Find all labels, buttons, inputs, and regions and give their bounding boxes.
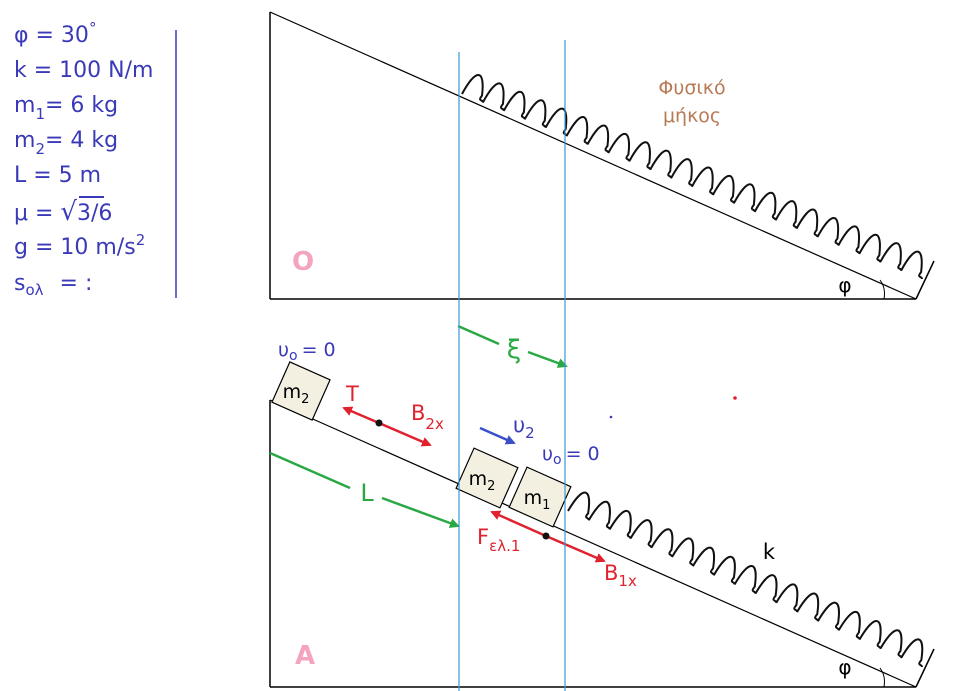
given-length: L = 5 m [14, 163, 101, 188]
b1x-arrow [545, 534, 606, 563]
m1-force-origin [542, 532, 550, 540]
bottom-angle-arc [879, 667, 885, 688]
spring-force-label: Fελ.1 [477, 525, 520, 555]
given-total-distance: sολ= : [14, 271, 92, 299]
b1x-label: B1x [604, 561, 637, 590]
block-m2-collision: m2 [455, 447, 519, 509]
block-m2-start-label: m2 [283, 381, 310, 407]
given-gravity: g = 10 m/s2 [14, 231, 145, 260]
given-angle: φ = 30° [14, 19, 96, 48]
bottom-panel: m2 m2 m1 A υo= 0 υo= 0 ξ [269, 324, 935, 688]
top-incline [269, 11, 917, 300]
bottom-incline [269, 399, 917, 688]
tension-arrow [342, 406, 380, 425]
top-spring [461, 74, 923, 280]
l-arrow-head [381, 496, 460, 528]
v2-arrow [479, 426, 516, 445]
xi-arrow-head [527, 350, 568, 368]
top-stopper [915, 260, 935, 300]
top-angle-arc [879, 279, 885, 300]
block-m2-start: m2 [271, 361, 331, 421]
natural-length-label-line2: μήκος [663, 105, 721, 127]
given-mass-1: m1= 6 kg [14, 93, 118, 123]
natural-length-label-line1: Φυσικό [658, 77, 725, 99]
block-m2-collision-label: m2 [469, 468, 496, 494]
stray-mark-blue [609, 415, 613, 419]
state-label-o: O [292, 247, 314, 277]
v0-right-label: υo= 0 [542, 443, 600, 468]
l-arrow-tail [269, 451, 351, 490]
b2x-arrow [378, 421, 432, 447]
b2x-label: B2x [411, 401, 444, 433]
bottom-spring [567, 491, 924, 668]
v0-left-label: υo= 0 [278, 339, 336, 364]
bottom-stopper [915, 648, 935, 688]
tension-label: T [345, 382, 359, 406]
block-m1-label: m1 [524, 487, 551, 513]
v2-label: υ2 [513, 413, 535, 442]
stray-mark-red [733, 396, 737, 400]
xi-arrow-tail [457, 324, 500, 346]
state-label-a: A [295, 641, 315, 671]
spring-constant-label: k [763, 540, 776, 564]
given-mass-2: m2= 4 kg [14, 128, 118, 158]
top-panel: O Φυσικό μήκος φ [269, 11, 935, 300]
block-m1: m1 [508, 466, 572, 528]
given-spring-constant: k = 100 N/m [14, 58, 153, 83]
given-friction-coefficient: μ = √3/6 [14, 197, 112, 227]
xi-label: ξ [507, 335, 522, 365]
top-angle-label: φ [838, 273, 851, 297]
m2-force-origin [375, 419, 383, 427]
spring-force-arrow [490, 510, 547, 538]
l-label: L [360, 479, 374, 507]
bottom-angle-label: φ [838, 655, 851, 679]
givens-list: φ = 30° k = 100 N/m m1= 6 kg m2= 4 kg L … [14, 19, 177, 299]
